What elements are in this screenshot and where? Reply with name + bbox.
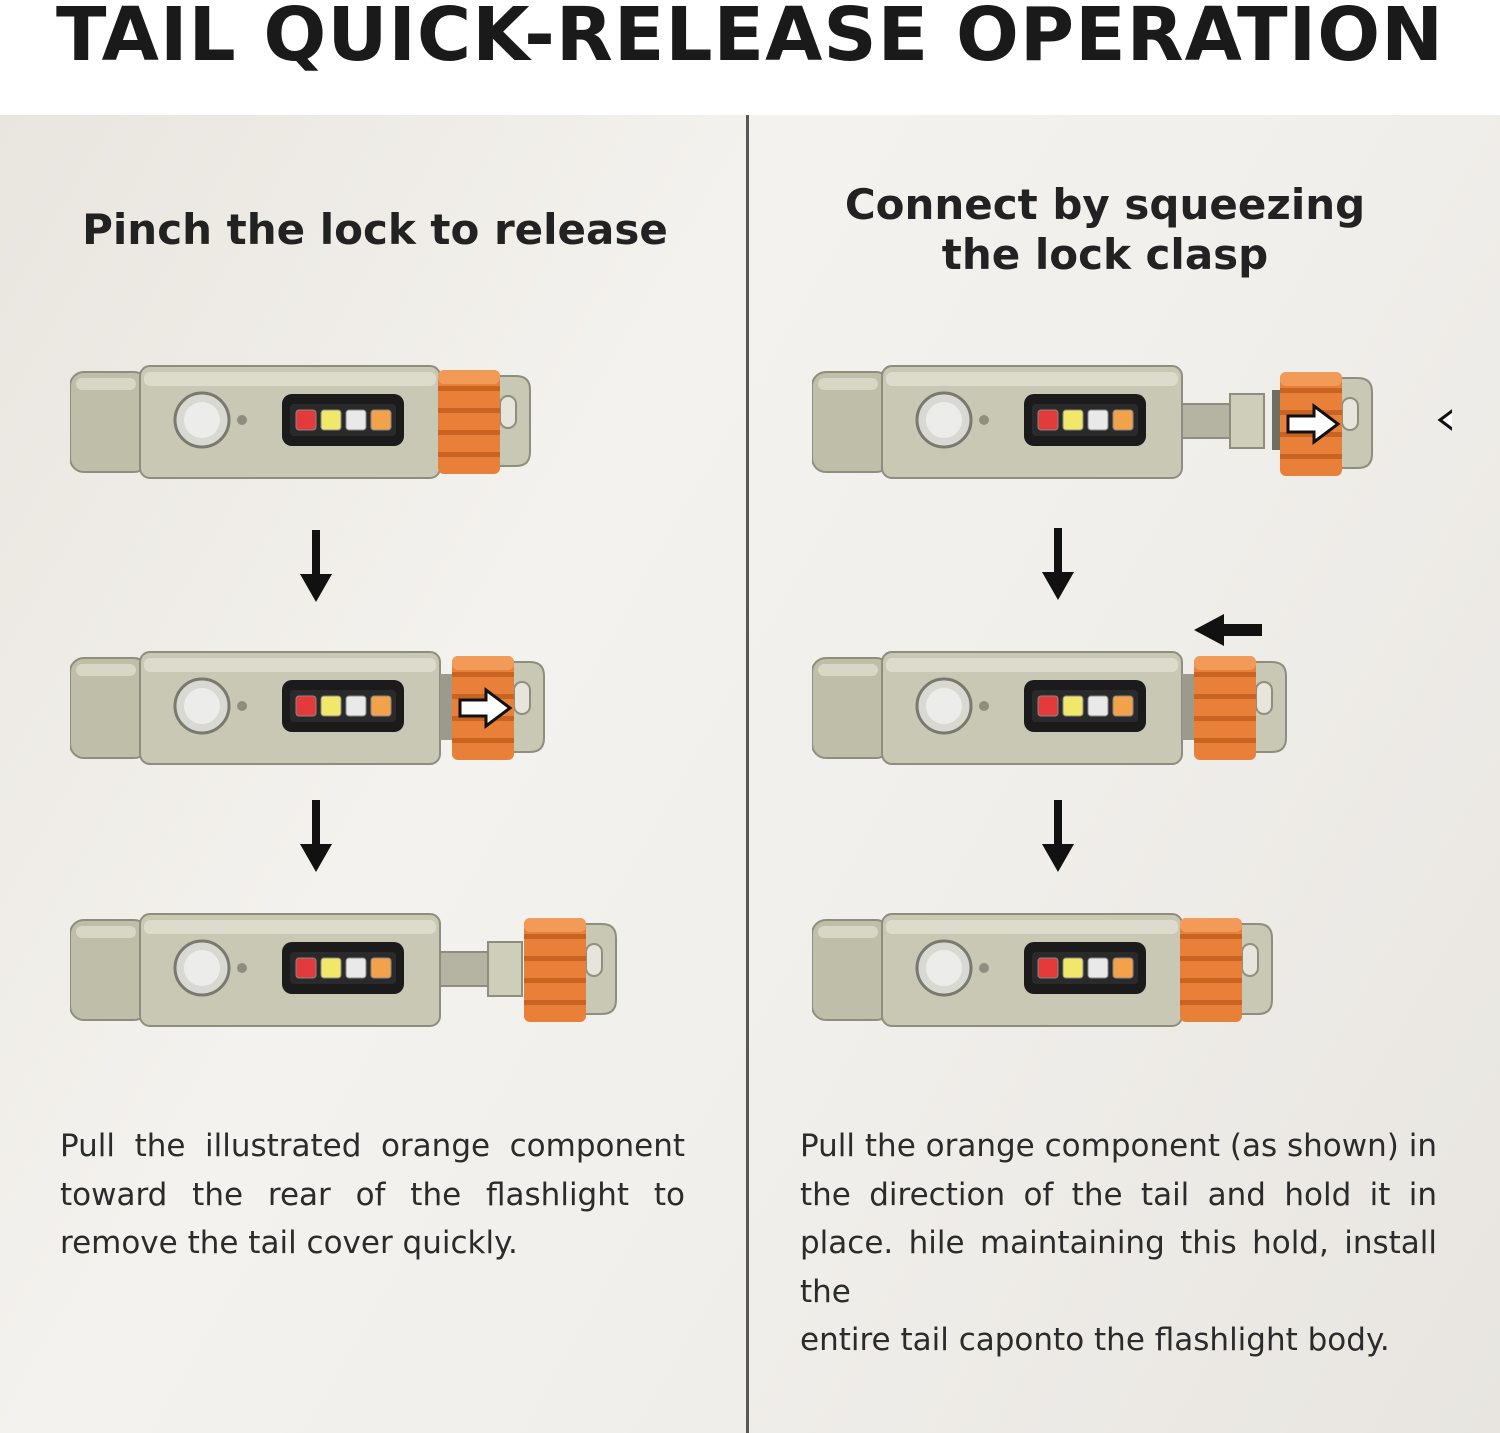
right-paragraph-line-3: place. hile maintaining this hold, insta…: [800, 1225, 1437, 1310]
arrow-left-solid-icon: [1194, 614, 1262, 646]
left-heading: Pinch the lock to release: [82, 205, 668, 254]
left-paragraph-line-3: remove the tail cover quickly.: [60, 1225, 518, 1261]
flashlight-right-1: [811, 364, 1490, 488]
flashlight-illustration: [69, 913, 617, 1027]
right-heading: Connect by squeezing the lock clasp: [800, 180, 1410, 280]
flashlight-right-3: [811, 912, 1312, 1036]
right-heading-line-2: the lock clasp: [941, 230, 1269, 279]
arrow-down-icon: [300, 530, 332, 602]
right-paragraph-line-4: entire tail caponto the flashlight body.: [800, 1322, 1390, 1358]
arrow-down-icon: [300, 800, 332, 872]
left-paragraph: Pull the illustrated orange component to…: [60, 1122, 685, 1268]
right-paragraph-line-2: the direction of the tail and hold it in: [800, 1176, 1437, 1213]
flashlight-left-3: [69, 912, 660, 1036]
right-heading-line-1: Connect by squeezing: [844, 180, 1366, 229]
arrow-down-icon: [1042, 528, 1074, 600]
flashlight-illustration: [811, 651, 1287, 765]
flashlight-left-2: [69, 650, 570, 774]
flashlight-right-2: [811, 650, 1312, 774]
flashlight-left-1: [69, 364, 570, 488]
left-paragraph-line-2: toward the rear of the flashlight to: [60, 1176, 685, 1213]
right-paragraph: Pull the orange component (as shown) in …: [800, 1122, 1437, 1365]
flashlight-illustration: [811, 365, 1490, 479]
flashlight-illustration: [69, 651, 545, 765]
page-title: TAIL QUICK-RELEASE OPERATION: [55, 0, 1445, 78]
left-paragraph-line-1: Pull the illustrated orange component: [60, 1128, 685, 1164]
arrow-down-icon: [1042, 800, 1074, 872]
flashlight-illustration: [811, 913, 1273, 1027]
right-paragraph-line-1: Pull the orange component (as shown) in: [800, 1128, 1437, 1164]
content-background: [0, 115, 1500, 1433]
flashlight-illustration: [69, 365, 531, 479]
column-divider: [746, 115, 749, 1433]
